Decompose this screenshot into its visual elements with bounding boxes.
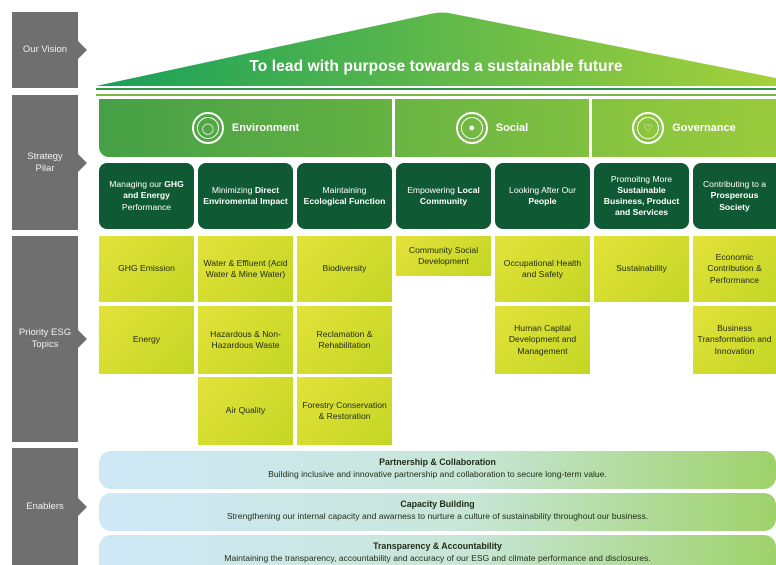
pillar-environment: ◯ Environment [99, 99, 392, 157]
focus-text: Performance [121, 201, 172, 212]
arrow-icon [78, 330, 87, 348]
topic-water-effluent: Water & Effluent (Acid Water & Mine Wate… [198, 236, 293, 302]
enabler-title: Partnership & Collaboration [379, 457, 496, 467]
pillar-label: Environment [231, 122, 300, 134]
pillar-governance: ♡ Governance [592, 99, 776, 157]
focus-ghg-energy: Managing our GHG and Energy Performance [99, 163, 194, 229]
pillar-label: Social [495, 122, 529, 134]
vision-roof [96, 12, 776, 86]
pillar-social: ● Social [395, 99, 589, 157]
focus-text: Looking After Our [509, 184, 576, 195]
focus-sustainable-business: Promoitng More Sustainable Business, Pro… [594, 163, 689, 229]
focus-direct-impact: Minimizing Direct Enviromental Impact [198, 163, 293, 229]
focus-text: Promoitng More [610, 173, 673, 184]
focus-prosperous-society: Contributing to a Prosperous Society [693, 163, 776, 229]
focus-text: Contributing to a [702, 179, 767, 190]
focus-text-bold: Local Community [419, 184, 480, 206]
arrow-icon [78, 41, 87, 59]
side-label-enablers-text: Enablers [26, 500, 64, 512]
enabler-desc: Strengthening our internal capacity and … [226, 510, 649, 521]
focus-text: Empowering [407, 184, 458, 195]
globe-hands-icon: ◯ [191, 112, 224, 144]
divider [96, 94, 776, 96]
pillar-label: Governance [672, 122, 736, 134]
arrow-icon [78, 497, 87, 516]
focus-text: Minimizing [211, 184, 255, 195]
topic-ghg-emission: GHG Emission [99, 236, 194, 302]
topic-business-transformation: Business Transformation and Innovation [693, 306, 776, 374]
side-label-vision: Our Vision [12, 12, 87, 88]
enabler-title: Transparency & Accountability [373, 541, 502, 551]
enabler-desc: Building inclusive and innovative partne… [268, 468, 607, 479]
topic-energy: Energy [99, 306, 194, 374]
side-label-enablers: Enablers [12, 448, 87, 565]
focus-text-bold: People [528, 196, 557, 206]
topic-air-quality: Air Quality [198, 377, 293, 445]
vision-statement: To lead with purpose towards a sustainab… [249, 58, 623, 75]
side-label-strategy-text: Strategy Pilar [27, 150, 63, 174]
enabler-capacity: Capacity Building Strengthening our inte… [99, 493, 776, 531]
focus-text-bold: Ecological Function [303, 196, 386, 206]
focus-text-bold: Direct Enviromental Impact [203, 184, 288, 206]
focus-text: Maintaining [322, 184, 367, 195]
topic-economic-contribution: Economic Contribution & Performance [693, 236, 776, 302]
topic-hazardous-waste: Hazardous & Non-Hazardous Waste [198, 306, 293, 374]
enabler-partnership: Partnership & Collaboration Building inc… [99, 451, 776, 489]
arrow-icon [78, 153, 87, 172]
focus-people: Looking After Our People [495, 163, 590, 229]
topic-community-development: Community Social Development [396, 236, 491, 276]
topic-sustainability: Sustainability [594, 236, 689, 302]
focus-ecological: Maintaining Ecological Function [297, 163, 392, 229]
hands-heart-icon: ♡ [632, 112, 665, 144]
side-label-strategy: Strategy Pilar [12, 95, 87, 230]
enabler-transparency: Transparency & Accountability Maintainin… [99, 535, 776, 565]
focus-text: Managing our [109, 179, 165, 190]
focus-text-bold: GHG and Energy [123, 179, 184, 201]
topic-biodiversity: Biodiversity [297, 236, 392, 302]
focus-text-bold: Prosperous Society [710, 190, 759, 212]
side-label-vision-text: Our Vision [22, 44, 68, 56]
focus-local-community: Empowering Local Community [396, 163, 491, 229]
side-label-priority: Priority ESG Topics [12, 236, 87, 442]
focus-text-bold: Sustainable Business, Product and Servic… [603, 184, 680, 218]
divider [96, 88, 776, 90]
enabler-title: Capacity Building [400, 499, 475, 509]
enabler-desc: Maintaining the transparency, accountabi… [224, 552, 651, 563]
people-icon: ● [455, 112, 488, 144]
topic-forestry: Forestry Conservation & Restoration [297, 377, 392, 445]
topic-human-capital: Human Capital Development and Management [495, 306, 590, 374]
side-label-priority-text: Priority ESG Topics [18, 327, 72, 350]
topic-ohs: Occupational Health and Safety [495, 236, 590, 302]
topic-reclamation: Reclamation & Rehabilitation [297, 306, 392, 374]
